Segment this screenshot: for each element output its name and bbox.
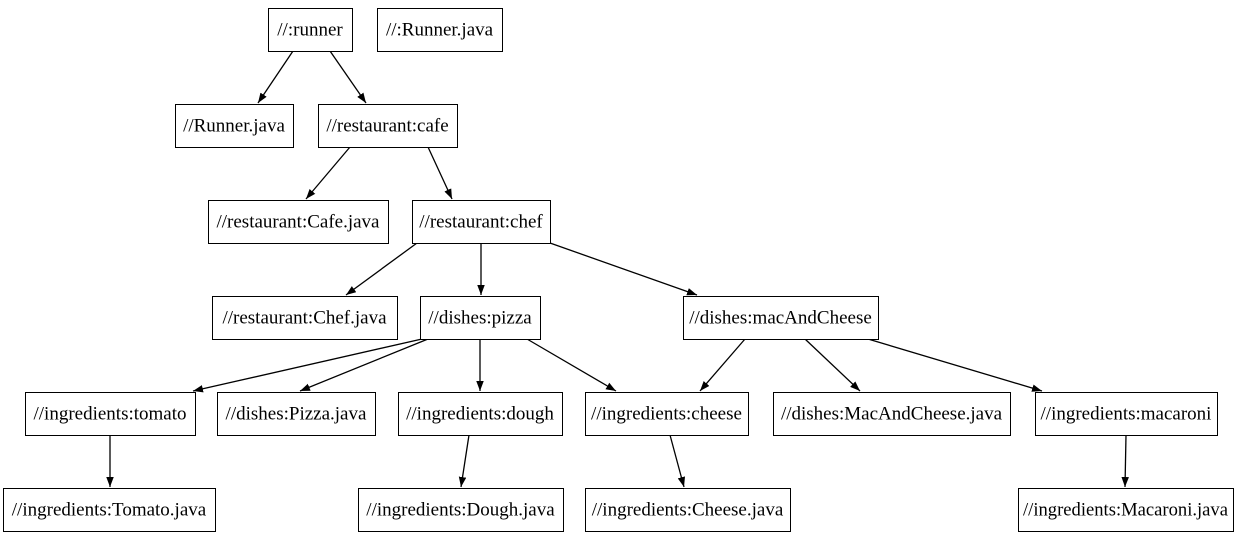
graph-node-runner_java_root: //:Runner.java — [377, 8, 503, 52]
node-label-cheese: //ingredients:cheese — [591, 404, 742, 425]
node-label-chef: //restaurant:chef — [419, 212, 543, 233]
edge-dough-to-dough_java — [458, 434, 470, 488]
node-label-mac_and_cheese: //dishes:macAndCheese — [689, 308, 872, 329]
graph-node-cafe_java: //restaurant:Cafe.java — [208, 200, 389, 244]
node-label-macaroni_java: //ingredients:Macaroni.java — [1023, 500, 1229, 521]
edge-mac_and_cheese-to-macaroni — [867, 338, 1043, 392]
node-box-cafe_java — [208, 200, 389, 244]
edge-cafe-to-cafe_java — [305, 146, 351, 200]
edge-chef-to-chef_java — [345, 242, 418, 296]
edge-runner-to-runner_java — [257, 50, 294, 104]
node-label-dough_java: //ingredients:Dough.java — [366, 500, 555, 521]
edge-mac_and_cheese-to-mac_and_cheese_java — [804, 338, 861, 392]
node-box-mac_and_cheese_java — [773, 392, 1011, 436]
node-label-tomato_java: //ingredients:Tomato.java — [12, 500, 207, 521]
node-box-chef — [412, 200, 551, 244]
node-label-cafe_java: //restaurant:Cafe.java — [216, 212, 380, 233]
node-label-dough: //ingredients:dough — [406, 404, 554, 425]
node-label-cafe: //restaurant:cafe — [326, 116, 448, 137]
edge-pizza-to-tomato — [192, 338, 423, 393]
node-label-runner_java: //Runner.java — [183, 116, 285, 137]
node-box-dough — [398, 392, 563, 436]
edge-macaroni-to-macaroni_java — [1121, 434, 1129, 488]
graph-node-pizza: //dishes:pizza — [420, 296, 541, 340]
edge-pizza-to-pizza_java — [299, 338, 429, 392]
node-box-chef_java — [212, 296, 398, 340]
edge-pizza-to-cheese — [526, 338, 617, 392]
graph-node-tomato: //ingredients:tomato — [25, 392, 196, 436]
node-label-runner: //:runner — [277, 20, 343, 41]
node-box-mac_and_cheese — [683, 296, 879, 340]
node-box-runner — [268, 8, 353, 52]
graph-node-mac_and_cheese_java: //dishes:MacAndCheese.java — [773, 392, 1011, 436]
graph-node-cafe: //restaurant:cafe — [318, 104, 458, 148]
graph-node-macaroni: //ingredients:macaroni — [1035, 392, 1218, 436]
graph-node-cheese: //ingredients:cheese — [585, 392, 749, 436]
node-box-macaroni — [1035, 392, 1218, 436]
node-box-runner_java — [175, 104, 294, 148]
node-label-tomato: //ingredients:tomato — [33, 404, 186, 425]
graph-node-macaroni_java: //ingredients:Macaroni.java — [1018, 488, 1234, 532]
node-box-tomato — [25, 392, 196, 436]
node-label-runner_java_root: //:Runner.java — [386, 20, 494, 41]
graph-node-cheese_java: //ingredients:Cheese.java — [585, 488, 791, 532]
graph-node-tomato_java: //ingredients:Tomato.java — [3, 488, 216, 532]
graph-node-chef: //restaurant:chef — [412, 200, 551, 244]
node-label-mac_and_cheese_java: //dishes:MacAndCheese.java — [781, 404, 1003, 425]
node-box-cheese — [585, 392, 749, 436]
graph-node-dough_java: //ingredients:Dough.java — [358, 488, 564, 532]
graph-node-mac_and_cheese: //dishes:macAndCheese — [683, 296, 879, 340]
node-box-pizza_java — [217, 392, 376, 436]
node-box-pizza — [420, 296, 541, 340]
node-label-cheese_java: //ingredients:Cheese.java — [592, 500, 784, 521]
edge-chef-to-mac_and_cheese — [549, 242, 698, 296]
node-label-pizza_java: //dishes:Pizza.java — [226, 404, 367, 425]
node-box-tomato_java — [3, 488, 216, 532]
node-box-runner_java_root — [377, 8, 503, 52]
node-label-pizza: //dishes:pizza — [428, 308, 532, 329]
edge-cheese-to-cheese_java — [669, 434, 686, 488]
graph-node-runner: //:runner — [268, 8, 353, 52]
edge-mac_and_cheese-to-cheese — [699, 338, 746, 392]
node-box-macaroni_java — [1018, 488, 1234, 532]
graph-node-dough: //ingredients:dough — [398, 392, 563, 436]
edge-runner-to-cafe — [329, 50, 367, 104]
graph-node-chef_java: //restaurant:Chef.java — [212, 296, 398, 340]
node-box-cheese_java — [585, 488, 791, 532]
node-label-chef_java: //restaurant:Chef.java — [222, 308, 387, 329]
node-label-macaroni: //ingredients:macaroni — [1041, 404, 1212, 425]
edge-cafe-to-chef — [427, 146, 453, 200]
graph-node-runner_java: //Runner.java — [175, 104, 294, 148]
graph-node-pizza_java: //dishes:Pizza.java — [217, 392, 376, 436]
node-box-dough_java — [358, 488, 564, 532]
node-box-cafe — [318, 104, 458, 148]
